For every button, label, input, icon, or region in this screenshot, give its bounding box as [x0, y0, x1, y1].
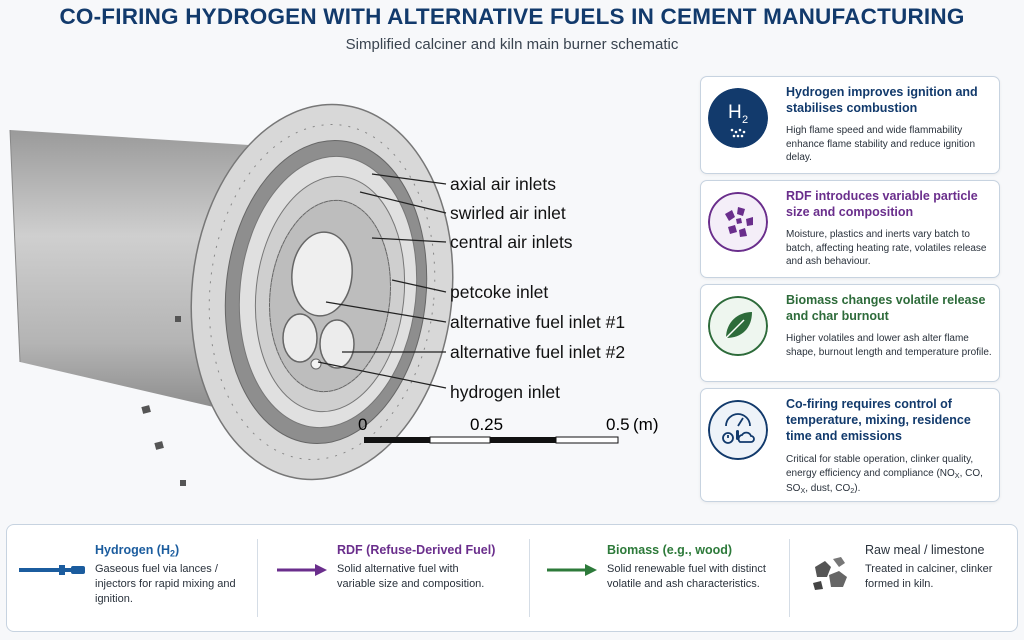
label-petcoke-inlet: petcoke inlet [450, 282, 548, 302]
svg-text:H: H [728, 102, 742, 123]
legend-body: Solid alternative fuel with variable siz… [337, 563, 485, 590]
card-body: Critical for stable operation, clinker q… [786, 454, 983, 495]
card-title: Biomass changes volatile release and cha… [786, 293, 986, 323]
svg-text:2: 2 [742, 114, 748, 126]
control-icon [708, 400, 768, 460]
page-subtitle: Simplified calciner and kiln main burner… [345, 36, 679, 53]
legend-divider [789, 539, 790, 617]
card-biomass: Biomass changes volatile release and cha… [700, 284, 1000, 382]
h2-icon: H 2 [708, 88, 768, 148]
legend-title: Biomass (e.g., wood) [607, 543, 733, 557]
legend-divider [529, 539, 530, 617]
particles-icon [708, 192, 768, 252]
purple-arrow-icon [277, 564, 327, 576]
legend-title: RDF (Refuse-Derived Fuel) [337, 543, 496, 557]
page-title: CO-FIRING HYDROGEN WITH ALTERNATIVE FUEL… [59, 4, 965, 29]
fuel-legend: Hydrogen (H2) Gaseous fuel via lances / … [6, 524, 1018, 632]
card-hydrogen: H 2 Hydrogen improves ignition and stabi… [700, 76, 1000, 174]
hydrogen-port [310, 358, 322, 370]
card-control: Co-firing requires control of temperatur… [700, 388, 1000, 502]
label-central-air-inlets: central air inlets [450, 232, 573, 252]
petcoke-port [291, 231, 353, 317]
legend-divider [257, 539, 258, 617]
label-alt-fuel-inlet-1: alternative fuel inlet #1 [450, 312, 625, 332]
card-title: Hydrogen improves ignition and stabilise… [786, 85, 978, 115]
leader-lines [317, 173, 447, 389]
label-hydrogen-inlet: hydrogen inlet [450, 382, 560, 402]
alt-fuel-port-2 [319, 319, 355, 369]
rocks-icon [813, 557, 847, 590]
legend-title: Raw meal / limestone [865, 543, 985, 557]
card-title: RDF introduces variable particle size an… [786, 189, 978, 219]
card-title: Co-firing requires control of temperatur… [786, 397, 971, 443]
scale-bar: 0 0.25 0.5 (m) [358, 415, 658, 444]
legend-body: Solid renewable fuel with distinct volat… [607, 563, 766, 590]
scale-unit: (m) [633, 415, 658, 434]
label-alt-fuel-inlet-2: alternative fuel inlet #2 [450, 342, 625, 362]
leaf-icon [708, 296, 768, 356]
scale-tick-05: 0.5 [606, 415, 630, 434]
card-rdf: RDF introduces variable particle size an… [700, 180, 1000, 278]
legend-title: Hydrogen (H2) [95, 543, 180, 559]
label-axial-air-inlets: axial air inlets [450, 174, 556, 194]
legend-raw-meal: Raw meal / limestone Treated in calciner… [791, 525, 1017, 631]
legend-body: Gaseous fuel via lances / injectors for … [95, 563, 236, 605]
legend-biomass: Biomass (e.g., wood) Solid renewable fue… [531, 525, 787, 631]
legend-hydrogen: Hydrogen (H2) Gaseous fuel via lances / … [7, 525, 257, 631]
card-body: High flame speed and wide flammability e… [786, 125, 976, 163]
burner-schematic: axial air inlets swirled air inlet centr… [9, 103, 658, 486]
lance-icon [19, 565, 85, 575]
scale-tick-025: 0.25 [470, 415, 503, 434]
label-swirled-air-inlet: swirled air inlet [450, 203, 566, 223]
legend-body: Treated in calciner, clinker formed in k… [865, 563, 993, 590]
green-arrow-icon [547, 564, 597, 576]
legend-rdf: RDF (Refuse-Derived Fuel) Solid alternat… [259, 525, 527, 631]
card-body: Moisture, plastics and inerts vary batch… [786, 229, 987, 267]
alt-fuel-port-1 [282, 313, 318, 363]
scale-tick-0: 0 [358, 415, 367, 434]
card-body: Higher volatiles and lower ash alter fla… [786, 333, 992, 358]
